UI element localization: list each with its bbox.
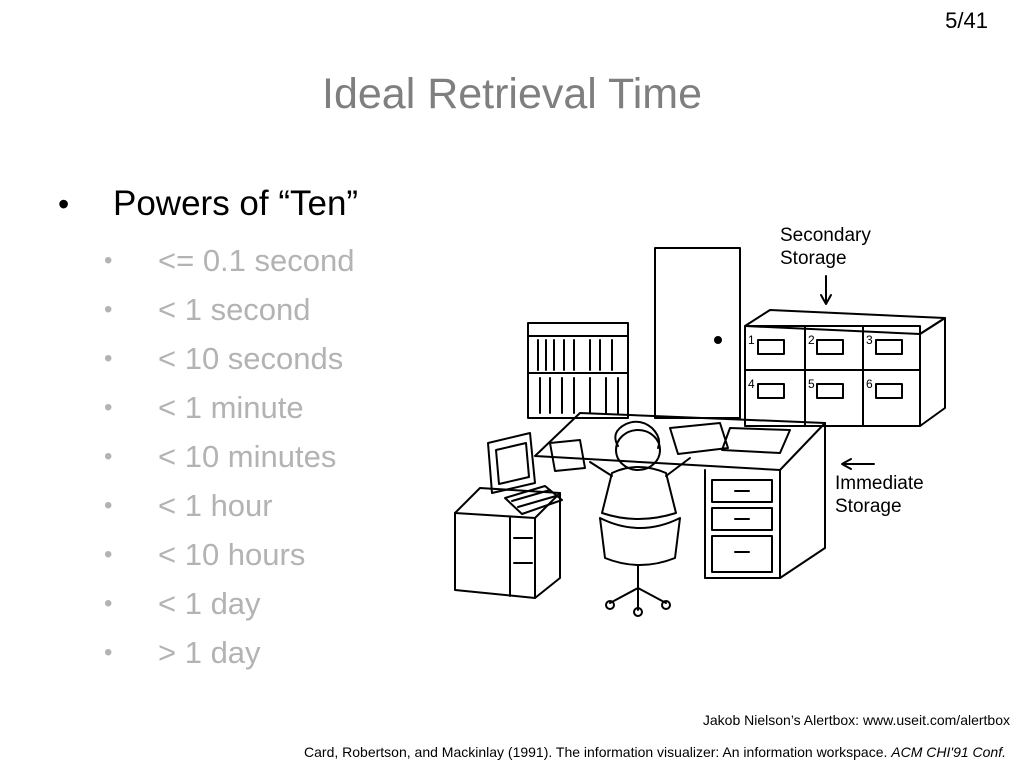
secondary-storage-label-line2: Storage [780, 248, 847, 269]
page-number: 5/41 [945, 8, 988, 33]
drawer-number: 4 [748, 377, 755, 391]
list-item: • < 10 seconds [104, 334, 355, 383]
list-item: • < 10 minutes [104, 432, 355, 481]
list-item: • <= 0.1 second [104, 236, 355, 285]
bullet-dot-icon: • [104, 393, 113, 421]
immediate-arrowhead-icon [841, 458, 852, 470]
slide-title: Ideal Retrieval Time [322, 70, 702, 118]
bullet-dot-icon: • [104, 540, 113, 568]
filing-cabinet: 1 2 3 4 5 6 [744, 309, 946, 427]
drawer-number: 2 [808, 333, 815, 347]
citation-card-venue: ACM CHI'91 Conf. [891, 744, 1006, 760]
immediate-storage-label-line1: Immediate [835, 473, 924, 494]
sub-bullet-text: < 10 seconds [158, 340, 344, 376]
drawer-number: 6 [866, 377, 873, 391]
main-bullet-text: Powers of “Ten” [113, 184, 359, 223]
bullet-dot-icon: • [104, 442, 113, 470]
drawer-number: 3 [866, 333, 873, 347]
sub-bullet-list: • <= 0.1 second • < 1 second • < 10 seconds… [104, 236, 355, 677]
secondary-arrowhead-icon [820, 294, 832, 305]
citation-card-text: Card, Robertson, and Mackinlay (1991). T… [304, 744, 892, 760]
bullet-dot-icon: • [104, 638, 113, 666]
computer [487, 432, 563, 515]
list-item: • < 10 hours [104, 530, 355, 579]
list-item: • < 1 hour [104, 481, 355, 530]
chair [599, 517, 681, 617]
list-item: • < 1 minute [104, 383, 355, 432]
desk [454, 412, 826, 599]
door [654, 247, 741, 419]
sub-bullet-text: < 1 second [158, 291, 311, 327]
sub-bullet-text: > 1 day [158, 634, 261, 670]
person [589, 420, 691, 520]
bullet-dot-icon: • [104, 589, 113, 617]
bullet-dot-icon: • [58, 186, 70, 222]
bookshelf [527, 322, 629, 419]
secondary-storage-label-line1: Secondary [780, 225, 871, 246]
main-bullet: • Powers of “Ten” [58, 184, 358, 224]
bullet-dot-icon: • [104, 246, 113, 274]
drawer-number: 1 [748, 333, 755, 347]
sub-bullet-text: < 10 minutes [158, 438, 337, 474]
list-item: • > 1 day [104, 628, 355, 677]
citation-nielsen: Jakob Nielson’s Alertbox: www.useit.com/… [702, 712, 1010, 728]
list-item: • < 1 second [104, 285, 355, 334]
office-workspace-illustration: Secondary Storage Immediate Storage [454, 225, 946, 617]
list-item: • < 1 day [104, 579, 355, 628]
immediate-storage-label-line2: Storage [835, 496, 902, 517]
bullet-dot-icon: • [104, 295, 113, 323]
sub-bullet-text: <= 0.1 second [158, 242, 355, 278]
sub-bullet-text: < 1 minute [158, 389, 304, 425]
sub-bullet-text: < 10 hours [158, 536, 306, 572]
sub-bullet-text: < 1 hour [158, 487, 273, 523]
sub-bullet-text: < 1 day [158, 585, 261, 621]
citation-card: Card, Robertson, and Mackinlay (1991). T… [304, 744, 1006, 760]
bullet-dot-icon: • [104, 491, 113, 519]
bullet-dot-icon: • [104, 344, 113, 372]
drawer-number: 5 [808, 377, 815, 391]
